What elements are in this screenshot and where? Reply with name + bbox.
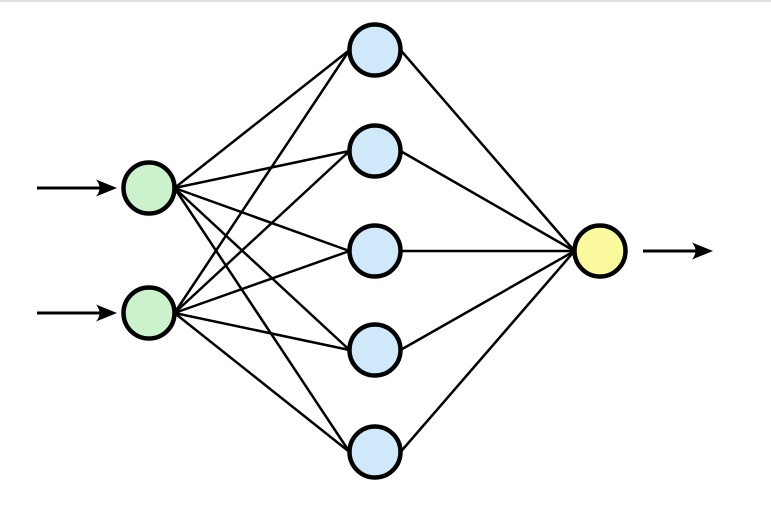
- hidden-1-node: [347, 22, 403, 78]
- input-1-node: [121, 160, 177, 216]
- edge-input-2-hidden-1: [173, 49, 351, 314]
- edge-input-2-hidden-3: [174, 249, 350, 315]
- hidden-2-node: [347, 123, 403, 179]
- output-arrow-head: [692, 242, 713, 260]
- edge-input-1-hidden-5: [173, 187, 351, 453]
- hidden-3-node: [347, 223, 403, 279]
- edge-hidden-4-output-1: [399, 249, 576, 352]
- edge-hidden-5-output-1: [399, 250, 576, 453]
- input-2-node: [121, 285, 177, 341]
- edge-input-2-hidden-5: [173, 312, 351, 453]
- edge-input-1-hidden-2: [174, 149, 350, 190]
- output-1-node: [572, 223, 628, 279]
- edge-input-1-hidden-1: [173, 49, 351, 189]
- input-arrow-2-head: [96, 304, 117, 322]
- edge-input-2-hidden-4: [174, 311, 350, 352]
- hidden-5-node: [347, 424, 403, 480]
- edge-hidden-2-output-1: [399, 149, 576, 253]
- input-arrow-1-head: [96, 179, 117, 197]
- edge-input-1-hidden-3: [174, 186, 350, 253]
- hidden-4-node: [347, 322, 403, 378]
- edge-input-2-hidden-2: [173, 150, 351, 314]
- window-top-border: [0, 0, 771, 2]
- edge-hidden-1-output-1: [399, 49, 576, 252]
- edge-input-1-hidden-4: [173, 187, 351, 351]
